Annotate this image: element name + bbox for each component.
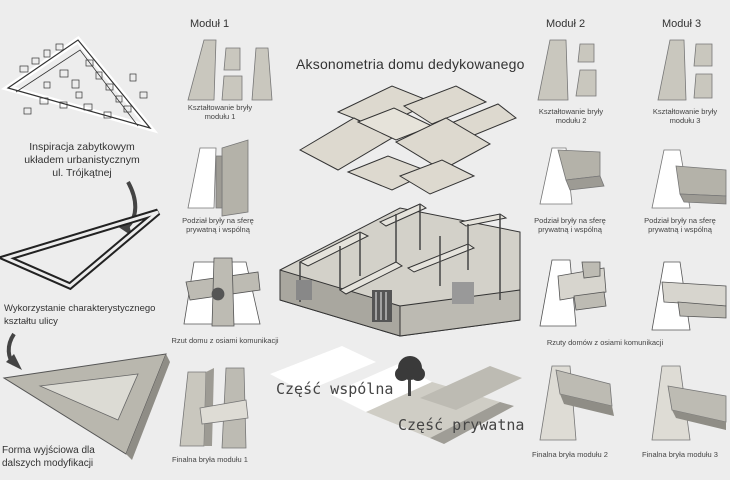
zone-private-label: Część prywatna (398, 416, 525, 434)
inspiration-line-2: układem urbanistycznym (24, 154, 140, 166)
module1-shape-caption: Kształtowanie bryły modułu 1 (176, 103, 264, 121)
module2-shape (537, 39, 597, 101)
usage-text: Wykorzystanie charakterystycznego kształ… (4, 302, 155, 328)
module3-final (651, 365, 727, 441)
zone-common-label: Część wspólna (276, 380, 394, 398)
module3-final-caption: Finalna bryła modułu 3 (642, 450, 718, 459)
module2-division-caption: Podział bryły na sferę prywatną i wspóln… (520, 216, 620, 234)
axonometry-house (279, 203, 521, 337)
module3-division-caption-line-2: prywatną i wspólną (648, 225, 712, 234)
module2-shape-caption-line-1: Kształtowanie bryły (538, 107, 604, 116)
axonometry-exploded-plates (298, 85, 517, 195)
usage-line-1: Wykorzystanie charakterystycznego (4, 303, 156, 314)
street-triangle (0, 208, 161, 291)
triangle-form (2, 353, 170, 460)
inspiration-text: Inspiracja zabytkowym układem urbanistyc… (2, 141, 162, 180)
module1-plan (183, 257, 261, 327)
module2-final (539, 365, 614, 441)
inspiration-line-1: Inspiracja zabytkowym (29, 141, 135, 153)
form-line-2: dalszych modyfikacji (2, 458, 94, 469)
module3-shape-caption: Kształtowanie bryły modułu 3 (640, 107, 730, 125)
tree-icon (395, 356, 425, 396)
module3-shape-caption-line-2: modułu 3 (669, 116, 701, 125)
module1-shape-caption-line-2: modułu 1 (204, 112, 236, 121)
plans-caption: Rzuty domów z osiami komunikacji (546, 338, 664, 347)
module2-division-caption-line-1: Podział bryły na sferę (534, 216, 606, 225)
module2-shape-caption: Kształtowanie bryły modułu 2 (526, 107, 616, 125)
module1-division-caption-line-2: prywatną i wspólną (186, 225, 250, 234)
urban-map (1, 35, 159, 134)
inspiration-line-3: ul. Trójkątnej (52, 167, 112, 179)
module1-header: Moduł 1 (190, 18, 230, 30)
module3-division (651, 149, 727, 209)
module1-division-caption-line-1: Podział bryły na sferę (182, 216, 254, 225)
module1-division-caption: Podział bryły na sferę prywatną i wspóln… (168, 216, 268, 234)
module1-shape-caption-line-1: Kształtowanie bryły (187, 103, 253, 112)
module3-shape-caption-line-1: Kształtowanie bryły (652, 107, 718, 116)
module2-header: Moduł 2 (546, 18, 586, 30)
module2-division (539, 147, 605, 205)
module2-final-caption: Finalna bryła modułu 2 (532, 450, 608, 459)
form-text: Forma wyjściowa dla dalszych modyfikacji (2, 444, 95, 470)
usage-line-2: kształtu ulicy (4, 316, 58, 327)
module2-division-caption-line-2: prywatną i wspólną (538, 225, 602, 234)
module1-final (179, 367, 249, 449)
module3-plan (651, 261, 727, 331)
form-line-1: Forma wyjściowa dla (2, 445, 95, 456)
module2-shape-caption-line-2: modułu 2 (555, 116, 587, 125)
module1-shape (187, 39, 273, 101)
module1-final-caption: Finalna bryła modułu 1 (172, 455, 248, 464)
diagram-title: Aksonometria domu dedykowanego (296, 56, 525, 72)
module1-division (187, 139, 249, 217)
arrow-head-2 (6, 354, 22, 370)
module2-plan (539, 259, 607, 327)
module3-division-caption: Podział bryły na sferę prywatną i wspóln… (630, 216, 730, 234)
module3-division-caption-line-1: Podział bryły na sferę (644, 216, 716, 225)
module3-header: Moduł 3 (662, 18, 702, 30)
module1-plan-caption: Rzut domu z osiami komunikacji (171, 336, 279, 345)
module3-shape (657, 39, 713, 101)
